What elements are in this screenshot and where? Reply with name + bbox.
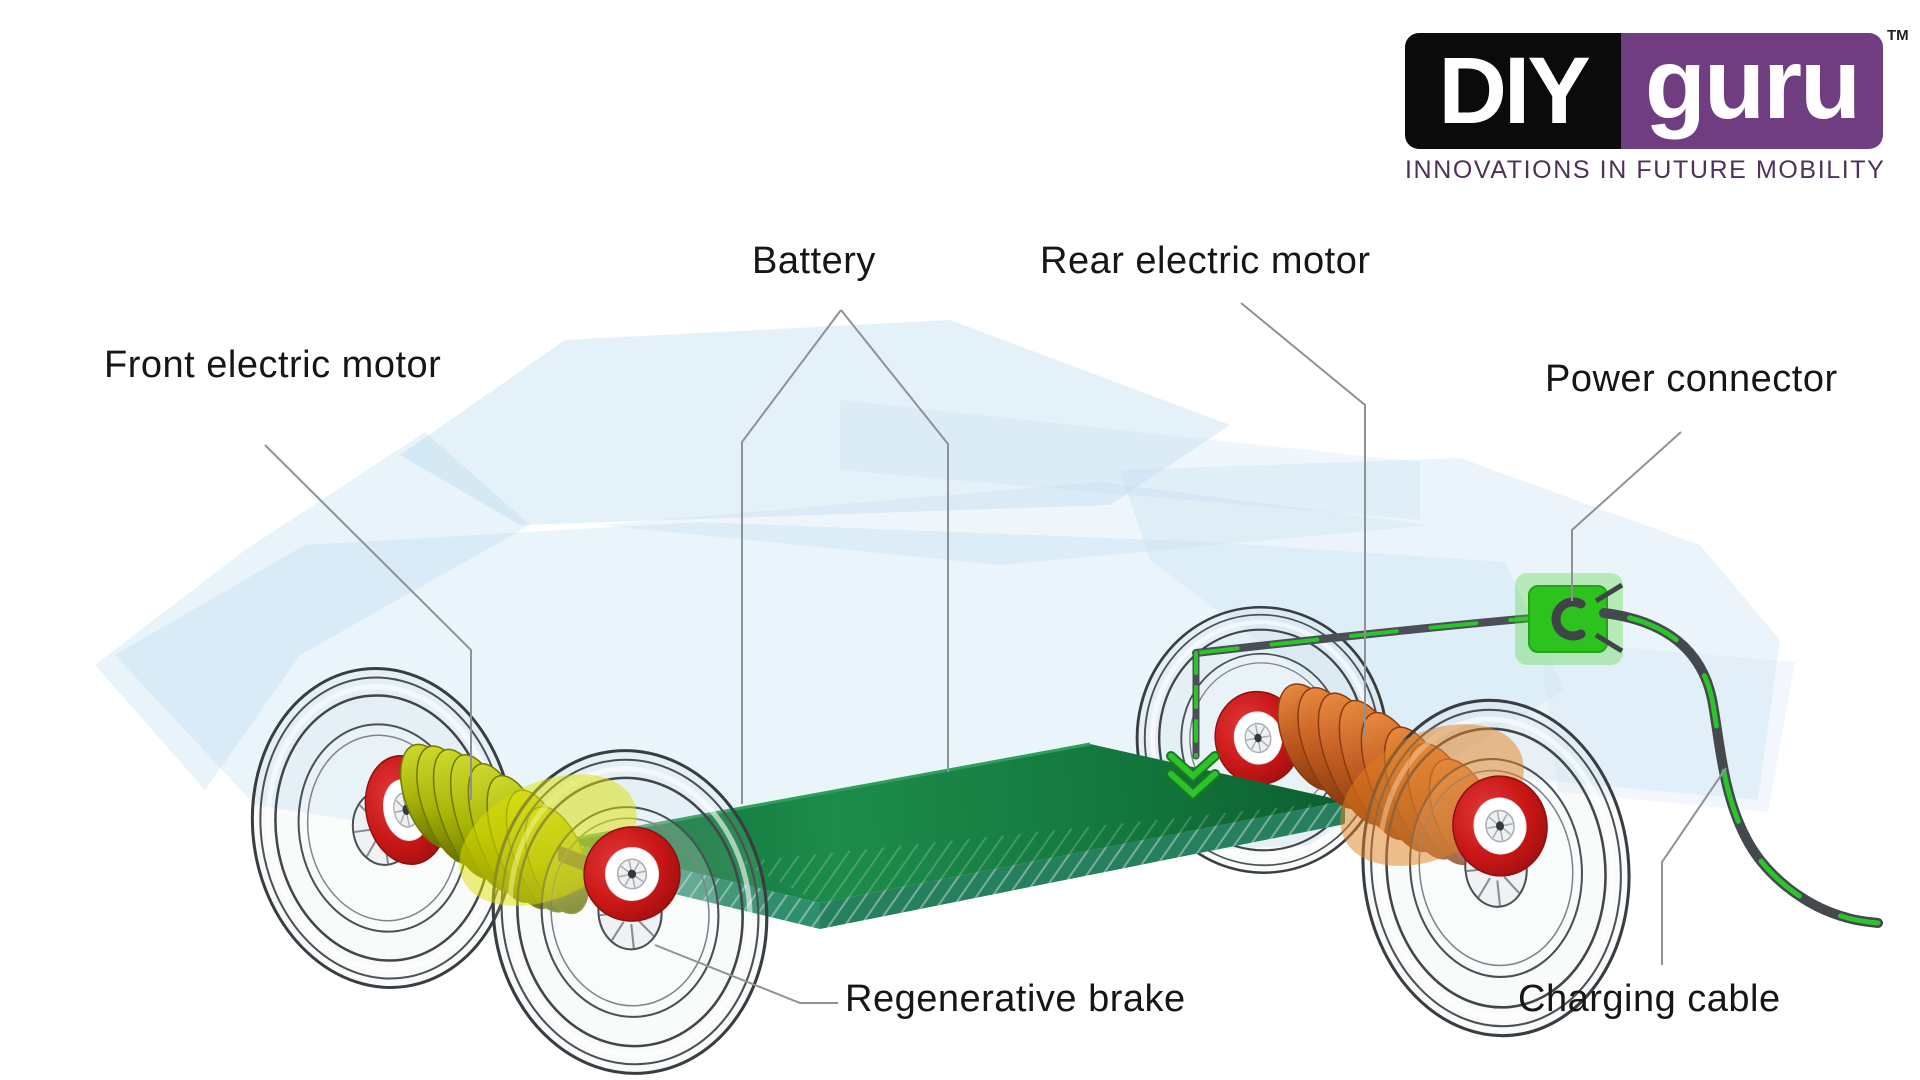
leader-battery-left: [741, 309, 842, 804]
logo-guru-text: guru: [1644, 28, 1861, 140]
logo-diy-text: DIY: [1438, 38, 1590, 144]
leader-battery-right: [840, 309, 949, 772]
leader-regen-brake: [654, 944, 838, 1004]
label-battery: Battery: [752, 240, 876, 282]
leader-rear-motor: [1240, 302, 1366, 737]
leader-front-motor: [264, 444, 472, 800]
charge-wire-icon: [1166, 612, 1560, 801]
power-connector-icon: [1515, 573, 1624, 665]
leader-charging-cable: [1661, 767, 1727, 965]
diyguru-logo: TM DIY guru INNOVATIONS IN FUTURE MOBILI…: [1405, 27, 1909, 185]
label-regenerative-brake: Regenerative brake: [845, 978, 1186, 1020]
label-charging-cable: Charging cable: [1518, 978, 1781, 1020]
leader-power-connector: [1571, 431, 1682, 601]
logo-guru-box: guru: [1621, 33, 1883, 149]
logo-diy-box: DIY: [1405, 33, 1621, 149]
label-power-connector: Power connector: [1545, 358, 1838, 400]
trademark-symbol: TM: [1887, 27, 1909, 44]
logo-tagline: INNOVATIONS IN FUTURE MOBILITY: [1405, 156, 1886, 184]
charging-cable-icon: [1599, 608, 1883, 928]
label-rear-electric-motor: Rear electric motor: [1040, 240, 1371, 282]
leader-lines: [264, 302, 1727, 1004]
label-front-electric-motor: Front electric motor: [104, 344, 442, 386]
